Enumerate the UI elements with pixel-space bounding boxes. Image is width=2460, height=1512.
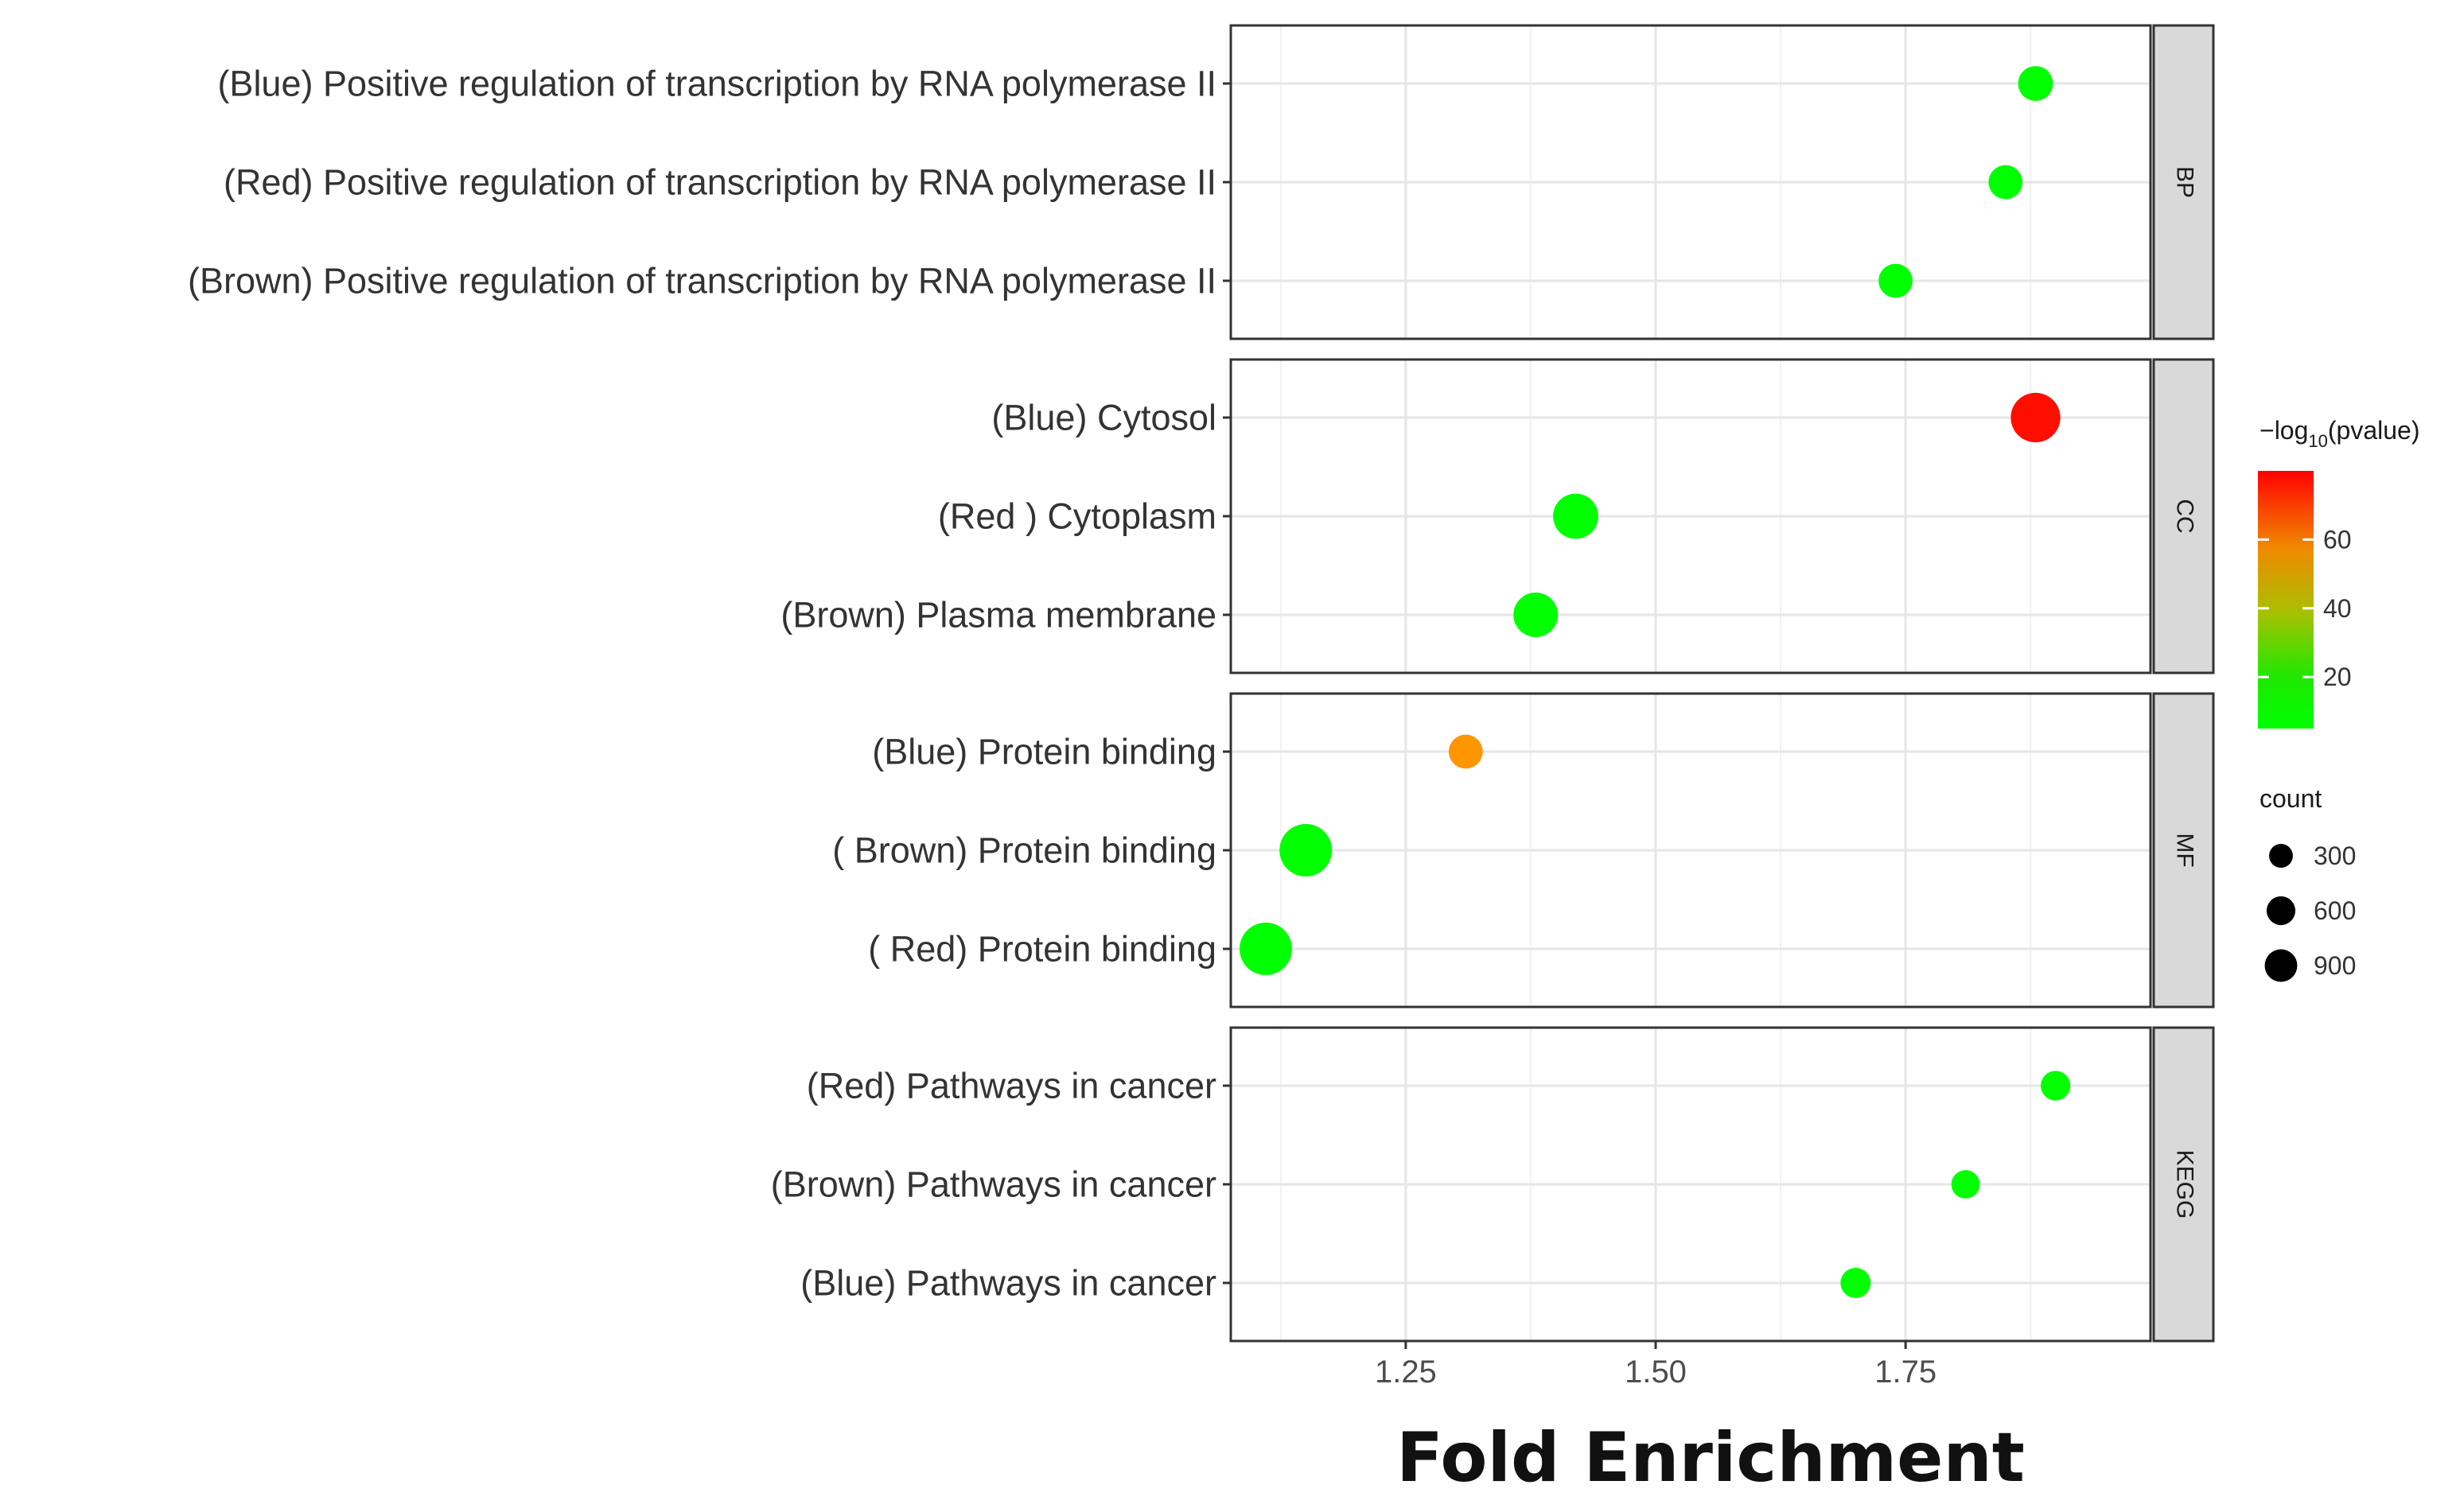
data-point	[2040, 1071, 2071, 1101]
size-legend-title: count	[2260, 784, 2322, 813]
facet-panels: BP (Blue) Positive regulation of transcri…	[188, 24, 2215, 1343]
category-label: (Blue) Pathways in cancer	[800, 1263, 1216, 1304]
data-point	[1988, 165, 2023, 200]
size-legend-key	[2269, 844, 2293, 868]
size-legend-key	[2264, 949, 2298, 982]
facet-strip-label: MF	[2172, 833, 2198, 867]
category-label: (Brown) Pathways in cancer	[771, 1164, 1216, 1205]
legend: −log10(pvalue) 20 40 60 count 300 600 900	[2258, 416, 2419, 982]
x-tick-label: 1.50	[1625, 1355, 1687, 1390]
facet-strip-label: CC	[2172, 499, 2198, 533]
category-label: (Blue) Protein binding	[872, 732, 1216, 772]
colorbar-tick-label: 60	[2323, 525, 2352, 554]
category-label: ( Red) Protein binding	[868, 929, 1216, 970]
data-point	[2018, 66, 2053, 101]
data-point	[1279, 824, 1333, 876]
category-label: (Red) Pathways in cancer	[807, 1066, 1216, 1106]
facet-panel-bp: BP (Blue) Positive regulation of transcri…	[188, 24, 2215, 340]
facet-panel-kegg: KEGG (Red) Pathways in cancer (Brown) Path…	[771, 1026, 2215, 1343]
color-legend-title-main: −log	[2260, 416, 2308, 445]
x-axis-title: Fold Enrichment	[1396, 1418, 2025, 1498]
data-point	[1878, 263, 1913, 298]
color-legend-title-sub: 10	[2308, 431, 2327, 451]
size-legend-label: 900	[2314, 951, 2356, 980]
colorbar	[2258, 471, 2314, 729]
x-axis: 1.25 1.50 1.75	[1375, 1341, 1936, 1390]
category-label: ( Brown) Protein binding	[832, 830, 1216, 871]
data-point	[1239, 923, 1292, 975]
data-point	[1840, 1268, 1871, 1298]
data-point	[2010, 392, 2061, 443]
data-point	[1553, 493, 1598, 539]
facet-panel-mf: MF (Blue) Protein binding ( Brown) Protein…	[832, 692, 2215, 1009]
size-legend-label: 600	[2314, 896, 2356, 925]
data-point	[1951, 1170, 1980, 1199]
color-legend-title: −log10(pvalue)	[2260, 416, 2419, 451]
x-tick-label: 1.75	[1874, 1355, 1936, 1390]
facet-strip	[2152, 692, 2215, 1009]
category-label: (Blue) Cytosol	[991, 398, 1216, 438]
category-label: (Red ) Cytoplasm	[938, 496, 1216, 537]
x-tick-label: 1.25	[1375, 1355, 1437, 1390]
facet-strip	[2152, 358, 2215, 674]
facet-strip-label: BP	[2172, 166, 2198, 198]
size-legend-label: 300	[2314, 842, 2356, 870]
category-label: (Red) Positive regulation of transcripti…	[224, 162, 1216, 203]
facet-panel-cc: CC (Blue) Cytosol (Red ) Cytoplasm (Brown) …	[780, 358, 2215, 674]
colorbar-tick-label: 40	[2323, 594, 2352, 623]
facet-strip-label: KEGG	[2172, 1150, 2198, 1219]
category-label: (Brown) Plasma membrane	[780, 595, 1216, 636]
size-legend-key	[2266, 896, 2296, 926]
data-point	[1448, 734, 1483, 769]
color-legend-title-tail: (pvalue)	[2328, 416, 2420, 445]
facet-strip	[2152, 24, 2215, 340]
colorbar-tick-label: 20	[2323, 663, 2352, 691]
category-label: (Blue) Positive regulation of transcript…	[217, 64, 1216, 104]
data-point	[1513, 593, 1559, 637]
category-label: (Brown) Positive regulation of transcrip…	[188, 261, 1216, 301]
facet-strip	[2152, 1026, 2215, 1343]
